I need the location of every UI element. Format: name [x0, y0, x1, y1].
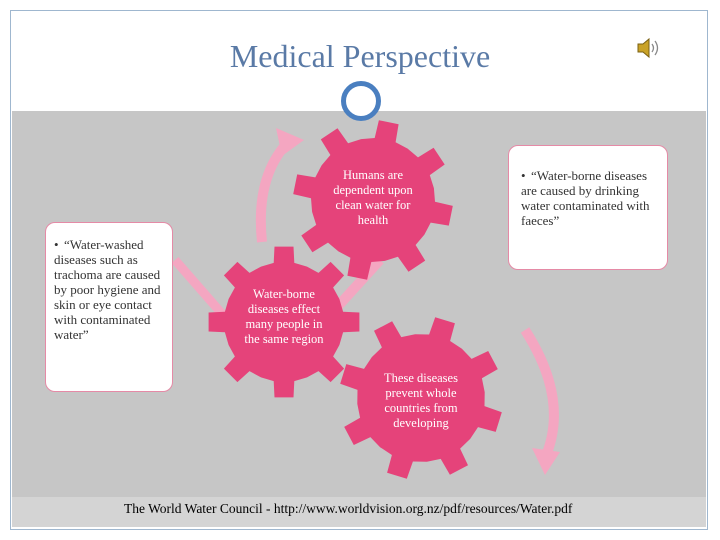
- callout-left-text: “Water-washed diseases such as trachoma …: [54, 237, 161, 342]
- reference-text: The World Water Council - http://www.wor…: [124, 501, 573, 516]
- speaker-icon[interactable]: [636, 36, 662, 60]
- bullet: •: [521, 168, 526, 183]
- slide-frame: [10, 10, 708, 530]
- callout-box-left: •“Water-washed diseases such as trachoma…: [45, 222, 173, 392]
- gear-bottom-label: These diseases prevent whole countries f…: [384, 371, 458, 430]
- callout-box-right: •“Water-borne diseases are caused by dri…: [508, 145, 668, 270]
- cycle-arrowhead-left: [276, 128, 304, 156]
- decorative-ring-icon: [341, 81, 381, 121]
- gear-top-label: Humans are dependent upon clean water fo…: [333, 168, 413, 227]
- cycle-arrowhead-right: [532, 448, 560, 475]
- gear-top: [293, 120, 453, 280]
- bullet: •: [54, 237, 59, 252]
- callout-right-text: “Water-borne diseases are caused by drin…: [521, 168, 650, 228]
- footer-bar: [12, 497, 706, 527]
- slide-title: Medical Perspective: [229, 38, 491, 74]
- cycle-arrow-left: [255, 136, 294, 243]
- gear-left: [208, 246, 360, 398]
- gear-left-label: Water-borne diseases effect many people …: [244, 287, 324, 346]
- cycle-arrow-right: [520, 327, 559, 460]
- gear-bottom: [340, 317, 502, 479]
